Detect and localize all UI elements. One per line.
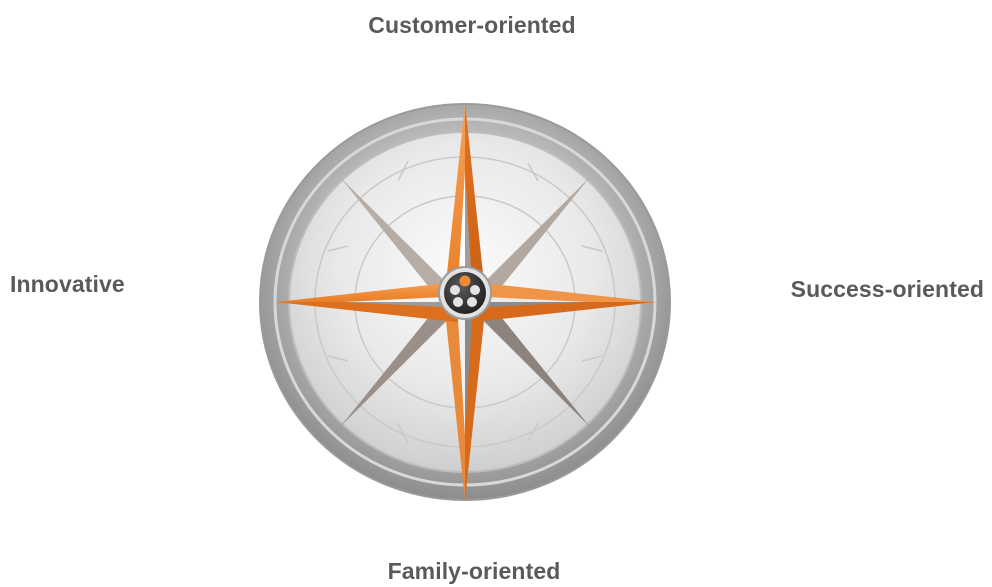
compass-graphic: [258, 101, 672, 503]
compass-icon: [259, 103, 671, 501]
customer-oriented-label: Customer-oriented: [368, 12, 576, 38]
innovative-label: Innovative: [10, 271, 125, 297]
success-oriented-label: Success-oriented: [790, 276, 984, 302]
family-oriented-label: Family-oriented: [387, 558, 561, 584]
